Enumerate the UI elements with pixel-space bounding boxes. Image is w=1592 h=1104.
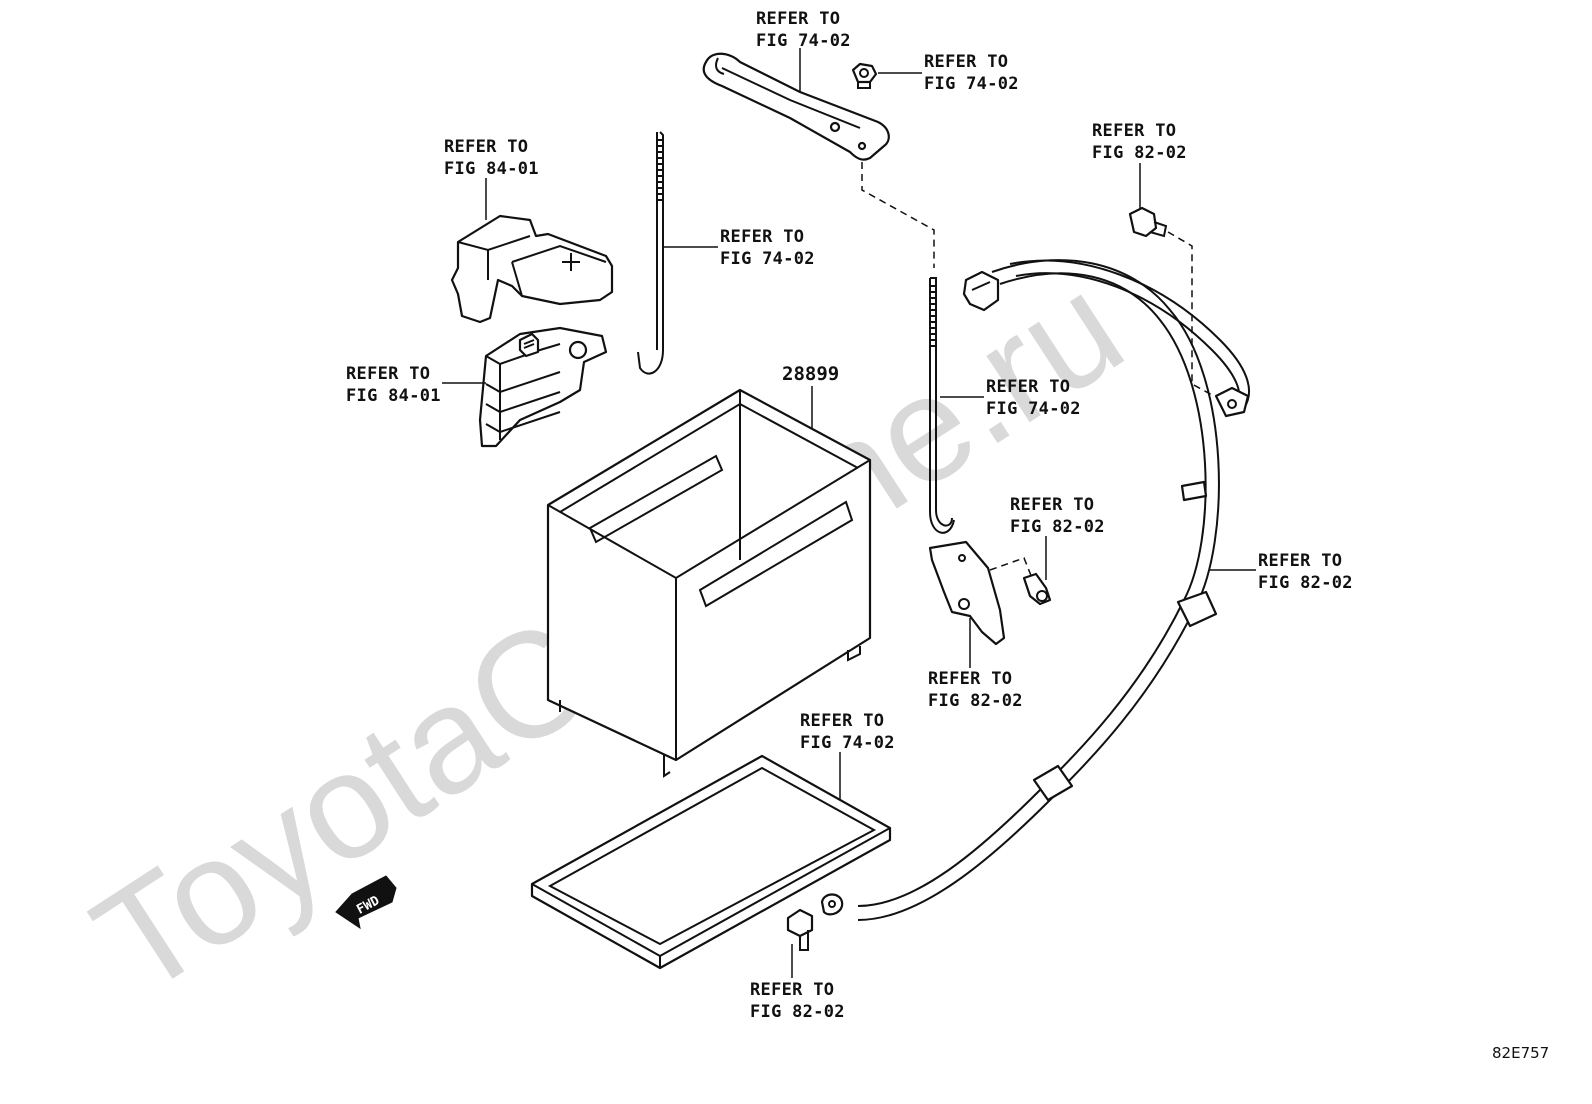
dash-ground-bolt bbox=[1167, 231, 1215, 397]
battery-cable bbox=[820, 259, 1251, 921]
callout-bracket-bolt: REFER TO FIG 82-02 bbox=[1010, 495, 1105, 537]
callout-clamp-nut: REFER TO FIG 74-02 bbox=[924, 52, 1019, 94]
callout-line2: FIG 74-02 bbox=[800, 733, 895, 753]
callout-line2: FIG 74-02 bbox=[720, 249, 815, 269]
bracket-bolt bbox=[1022, 572, 1052, 606]
callout-line1: REFER TO bbox=[1010, 495, 1094, 515]
callout-line1: REFER TO bbox=[756, 9, 840, 29]
callout-line1: REFER TO bbox=[1258, 551, 1342, 571]
callout-line2: FIG 74-02 bbox=[756, 31, 851, 51]
callout-ground-bolt-bottom: REFER TO FIG 82-02 bbox=[750, 980, 845, 1022]
clamp-nut bbox=[851, 62, 878, 89]
part-number-label: 28899 bbox=[782, 363, 839, 385]
figure-code: 82E757 bbox=[1492, 1044, 1549, 1062]
dash-clamp-rod bbox=[861, 162, 935, 268]
dash-bracket-bolt bbox=[989, 557, 1033, 579]
callout-line1: REFER TO bbox=[444, 137, 528, 157]
callout-fusible-link: REFER TO FIG 84-01 bbox=[346, 364, 441, 406]
callout-ground-bolt-top: REFER TO FIG 82-02 bbox=[1092, 121, 1187, 163]
callout-clamp: REFER TO FIG 74-02 bbox=[756, 9, 851, 51]
callout-line1: REFER TO bbox=[720, 227, 804, 247]
callout-line2: FIG 82-02 bbox=[750, 1002, 845, 1022]
callout-bracket: REFER TO FIG 82-02 bbox=[928, 669, 1023, 711]
callout-line2: FIG 82-02 bbox=[1092, 143, 1187, 163]
callout-cable: REFER TO FIG 82-02 bbox=[1258, 551, 1353, 593]
callout-line1: REFER TO bbox=[986, 377, 1070, 397]
callout-line2: FIG 82-02 bbox=[928, 691, 1023, 711]
battery-clamp bbox=[702, 52, 890, 161]
fwd-arrow-icon: FWD bbox=[335, 875, 397, 930]
callout-line1: REFER TO bbox=[346, 364, 430, 384]
callout-terminal-cover: REFER TO FIG 84-01 bbox=[444, 137, 539, 179]
callout-line2: FIG 74-02 bbox=[924, 74, 1019, 94]
callout-line2: FIG 84-01 bbox=[444, 159, 539, 179]
callout-rod-left: REFER TO FIG 74-02 bbox=[720, 227, 815, 269]
callout-line2: FIG 74-02 bbox=[986, 399, 1081, 419]
callout-tray: REFER TO FIG 74-02 bbox=[800, 711, 895, 753]
callout-line2: FIG 84-01 bbox=[346, 386, 441, 406]
callout-rod-right: REFER TO FIG 74-02 bbox=[986, 377, 1081, 419]
battery-box bbox=[546, 388, 872, 778]
terminal-cover bbox=[450, 214, 614, 324]
ground-bolt-bottom bbox=[786, 908, 814, 951]
callout-line1: REFER TO bbox=[800, 711, 884, 731]
callout-line2: FIG 82-02 bbox=[1010, 517, 1105, 537]
cable-bracket bbox=[928, 540, 1006, 646]
callout-line1: REFER TO bbox=[750, 980, 834, 1000]
leader-lines bbox=[442, 48, 1256, 978]
ground-bolt-top bbox=[1128, 206, 1168, 238]
hold-down-rod-right bbox=[929, 277, 955, 534]
callout-line1: REFER TO bbox=[928, 669, 1012, 689]
callout-line1: REFER TO bbox=[1092, 121, 1176, 141]
hold-down-rod-left bbox=[637, 131, 664, 375]
fusible-link-block bbox=[478, 326, 608, 448]
callout-line2: FIG 82-02 bbox=[1258, 573, 1353, 593]
battery-tray bbox=[530, 754, 892, 970]
callout-line1: REFER TO bbox=[924, 52, 1008, 72]
